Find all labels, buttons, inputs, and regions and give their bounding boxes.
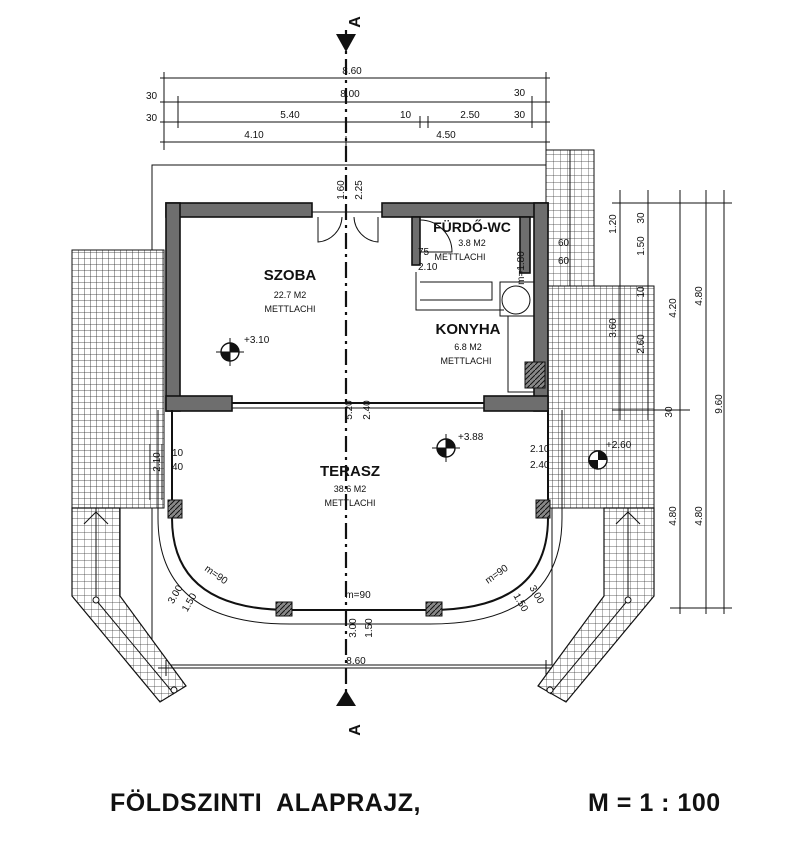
room-szoba-area: 22.7 M2 xyxy=(274,290,307,300)
dim-r-360: 3.60 xyxy=(608,318,619,338)
left-dim-c: 2.10 xyxy=(152,452,163,472)
left-paving xyxy=(71,249,165,509)
dim-30b: 30 xyxy=(514,110,526,121)
furdo-door-w: 75 xyxy=(418,247,430,258)
section-mark-bottom: A xyxy=(347,724,364,736)
room-konyha-name: KONYHA xyxy=(435,321,500,338)
house-walls xyxy=(165,202,549,412)
right-dimension-lines xyxy=(612,190,732,614)
dim-r-480c: 4.80 xyxy=(694,506,705,526)
dim-top-left-gap: 30 xyxy=(146,91,158,102)
level-side: +2.60 xyxy=(606,440,632,451)
dim-r-480a: 4.80 xyxy=(694,286,705,306)
dim-410: 4.10 xyxy=(244,130,264,141)
arc-right-150: 1.50 xyxy=(511,592,530,615)
dim-r-480b: 4.80 xyxy=(668,506,679,526)
room-szoba-name: SZOBA xyxy=(264,267,317,284)
arc-left-150: 1.50 xyxy=(180,591,199,614)
arc-m90-left: m=90 xyxy=(202,563,229,587)
section-axis xyxy=(336,30,356,706)
bathroom-door xyxy=(419,219,453,253)
room-terasz-floor: METTLACHI xyxy=(324,498,375,508)
furdo-window: m=1.80 xyxy=(516,251,527,285)
room-furdo-name: FÜRDŐ-WC xyxy=(433,218,511,235)
dim-bottom: 8.60 xyxy=(346,656,366,667)
terrace-outline xyxy=(149,410,563,625)
furdo-door-h: 2.10 xyxy=(418,262,438,273)
room-furdo-area: 3.8 M2 xyxy=(458,238,486,248)
plan-title: FÖLDSZINTI ALAPRAJZ, xyxy=(110,788,421,817)
section-mark-top: A xyxy=(347,16,364,28)
right-top-stair xyxy=(545,149,595,287)
dim-540: 5.40 xyxy=(280,110,300,121)
room-szoba-floor: METTLACHI xyxy=(264,304,315,314)
right-stair xyxy=(537,507,655,703)
dim-r-420: 4.20 xyxy=(668,298,679,318)
right-paving xyxy=(547,285,655,509)
furdo-window-b: 60 xyxy=(558,256,570,267)
right-small-dim-a: 2.10 xyxy=(530,444,550,455)
dim-450: 4.50 xyxy=(436,130,456,141)
dim-10: 10 xyxy=(400,110,412,121)
top-dimension-lines xyxy=(160,72,550,150)
arc-m90-right: m=90 xyxy=(483,563,510,587)
room-terasz-area: 38.6 M2 xyxy=(334,484,367,494)
room-konyha-area: 6.8 M2 xyxy=(454,342,482,352)
dim-opening-h: 2.25 xyxy=(354,180,365,200)
room-konyha-floor: METTLACHI xyxy=(440,356,491,366)
dim-opening-w: 1.60 xyxy=(336,180,347,200)
level-szoba: +3.10 xyxy=(244,335,270,346)
dim-r-120: 1.20 xyxy=(608,214,619,234)
left-dim-a: 10 xyxy=(172,448,184,459)
arc-mid-300: 3.00 xyxy=(348,618,359,638)
dim-r-30b: 30 xyxy=(664,406,675,418)
right-small-dim-b: 2.40 xyxy=(530,460,550,471)
left-dim-b: 40 xyxy=(172,462,184,473)
terrace-door-h: 2.40 xyxy=(362,400,373,420)
bottom-dimension-line xyxy=(158,660,552,676)
dim-top-total: 8.60 xyxy=(342,66,362,77)
furdo-window-a: 60 xyxy=(558,238,570,249)
kitchen-counter xyxy=(415,272,546,393)
dim-250: 2.50 xyxy=(460,110,480,121)
dim-r-30a: 30 xyxy=(636,212,647,224)
dim-30a: 30 xyxy=(146,113,158,124)
arc-mid-150: 1.50 xyxy=(364,618,375,638)
level-marker-terasz xyxy=(432,434,460,462)
dim-r-10: 10 xyxy=(636,286,647,298)
level-marker-side xyxy=(588,450,608,470)
dim-r-260: 2.60 xyxy=(636,334,647,354)
arc-m90-mid: m=90 xyxy=(345,590,371,601)
room-furdo-floor: METTLACHI xyxy=(434,252,485,262)
terrace-door-w: 5.20 xyxy=(344,400,355,420)
arc-right-300: 3.00 xyxy=(527,584,546,607)
level-marker-szoba xyxy=(216,338,244,366)
dim-r-960: 9.60 xyxy=(714,394,725,414)
dim-r-150: 1.50 xyxy=(636,236,647,256)
dim-top-inner: 8.00 xyxy=(340,89,360,100)
dim-top-right-gap: 30 xyxy=(514,88,526,99)
room-terasz-name: TERASZ xyxy=(320,463,380,480)
plan-scale: M = 1 : 100 xyxy=(588,789,721,817)
left-stair xyxy=(71,507,187,703)
level-terasz: +3.88 xyxy=(458,432,484,443)
